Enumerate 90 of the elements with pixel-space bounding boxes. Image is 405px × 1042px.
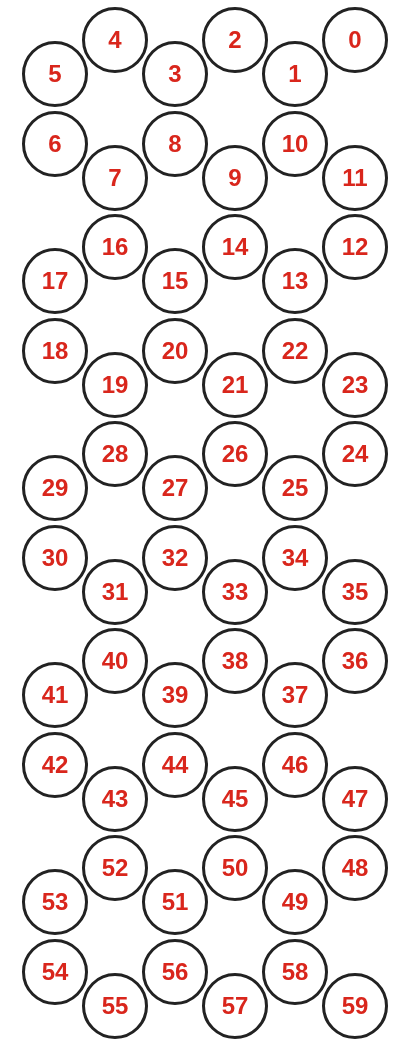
numbered-circle (142, 662, 208, 728)
circle-number: 45 (221, 786, 249, 811)
circle-number: 24 (341, 442, 369, 466)
circle-number: 6 (48, 131, 62, 156)
circle-number: 52 (101, 856, 129, 880)
numbered-circle (82, 7, 148, 73)
circle-number: 30 (41, 545, 69, 570)
circle-number: 55 (101, 993, 129, 1018)
circle-number: 43 (101, 786, 129, 811)
circle-number: 8 (168, 131, 182, 156)
numbered-circle (82, 628, 148, 694)
circle-number: 50 (221, 856, 249, 880)
circle-number: 4 (108, 28, 122, 52)
circle-number: 38 (221, 649, 249, 673)
circle-number: 19 (101, 372, 129, 397)
numbered-circle (262, 938, 328, 1005)
circle-number: 27 (161, 476, 189, 500)
circle-number: 18 (41, 338, 69, 363)
numbered-circle (262, 41, 328, 107)
circle-number: 10 (281, 131, 309, 156)
circle-number: 32 (161, 545, 189, 570)
numbered-circle (202, 628, 268, 694)
circle-number: 29 (41, 476, 69, 500)
circle-number: 33 (221, 579, 249, 604)
numbered-circle (262, 455, 328, 521)
circle-number: 12 (341, 235, 369, 259)
circle-number: 28 (101, 442, 129, 466)
numbered-circle (262, 317, 328, 384)
circle-number: 22 (281, 338, 309, 363)
numbered-circle (202, 214, 268, 280)
numbered-circle (142, 248, 208, 314)
numbered-circle (82, 214, 148, 280)
circle-number: 14 (221, 235, 249, 259)
circle-number: 20 (161, 338, 189, 363)
circle-number: 0 (348, 28, 362, 52)
circle-number: 37 (281, 683, 309, 707)
circle-number: 13 (281, 269, 309, 293)
numbered-circle (262, 524, 328, 591)
numbered-circle (82, 421, 148, 487)
numbered-circle (262, 869, 328, 935)
circle-number: 15 (161, 269, 189, 293)
numbered-circle (142, 110, 208, 177)
numbered-circle (202, 7, 268, 73)
circle-number: 44 (161, 752, 189, 777)
numbered-circle (142, 41, 208, 107)
circle-number: 2 (228, 28, 242, 52)
numbered-circle (262, 248, 328, 314)
circle-number: 46 (281, 752, 309, 777)
numbered-circle (262, 110, 328, 177)
numbered-circle (142, 938, 208, 1005)
circle-number: 41 (41, 683, 69, 707)
circle-number: 54 (41, 959, 69, 984)
circle-number: 36 (341, 649, 369, 673)
circle-number: 3 (168, 62, 182, 86)
circle-number: 21 (221, 372, 249, 397)
circle-number: 31 (101, 579, 129, 604)
numbered-circle (82, 835, 148, 901)
numbered-circle (202, 835, 268, 901)
circle-number: 57 (221, 993, 249, 1018)
numbered-circle (142, 317, 208, 384)
numbered-circle (142, 524, 208, 591)
circle-number: 26 (221, 442, 249, 466)
numbered-circle (142, 869, 208, 935)
circle-number: 17 (41, 269, 69, 293)
circle-number: 25 (281, 476, 309, 500)
circle-number: 11 (342, 165, 368, 190)
circle-number: 48 (341, 856, 369, 880)
circle-number: 58 (281, 959, 309, 984)
circle-number: 42 (41, 752, 69, 777)
circle-number: 34 (281, 545, 309, 570)
circle-number: 40 (101, 649, 129, 673)
circle-number: 39 (161, 683, 189, 707)
circle-number: 7 (108, 165, 122, 190)
numbered-circle (142, 455, 208, 521)
numbered-circle (262, 662, 328, 728)
circle-number: 59 (341, 993, 369, 1018)
circle-number: 56 (161, 959, 189, 984)
circle-number: 49 (281, 890, 309, 914)
circle-number: 53 (41, 890, 69, 914)
circle-number: 5 (48, 62, 62, 86)
numbered-circle (262, 731, 328, 798)
circle-number: 1 (288, 62, 302, 86)
circle-number: 47 (341, 786, 369, 811)
circle-number: 9 (228, 165, 242, 190)
circle-number: 23 (341, 372, 369, 397)
circle-number: 51 (161, 890, 189, 914)
circle-number: 16 (101, 235, 129, 259)
numbered-circle (202, 421, 268, 487)
numbered-circle (142, 731, 208, 798)
circle-number: 35 (341, 579, 369, 604)
